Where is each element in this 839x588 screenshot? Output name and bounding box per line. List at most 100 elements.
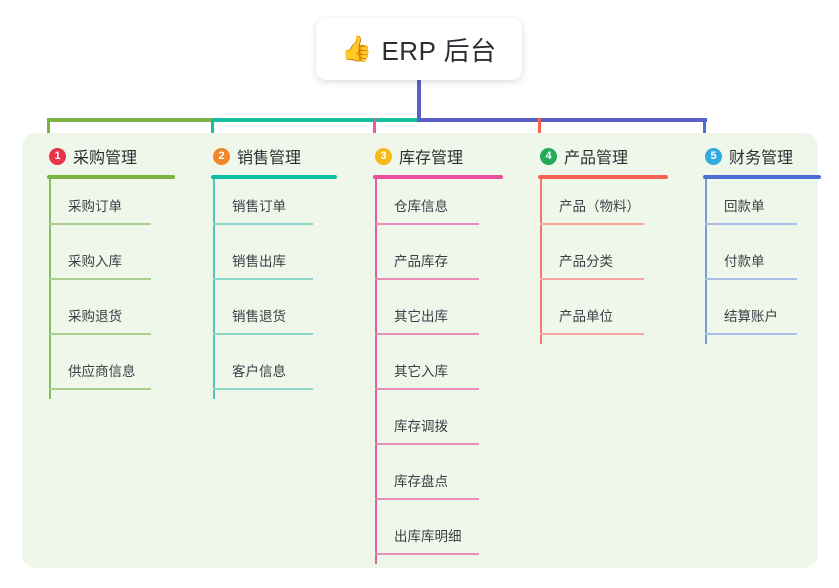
branch-item-underline — [375, 443, 479, 445]
branch-header-采购管理[interactable]: 1 采购管理 — [36, 144, 186, 168]
branch-item[interactable]: 产品库存 — [362, 234, 514, 289]
branch-spine — [375, 179, 377, 564]
branch-items: 销售订单销售出库销售退货客户信息 — [200, 179, 348, 399]
branch-item-underline — [540, 223, 644, 225]
branch-item[interactable]: 采购退货 — [36, 289, 186, 344]
branch-number-badge: 2 — [213, 147, 230, 165]
branch-item-label: 产品库存 — [394, 254, 448, 269]
branch-number-badge: 4 — [540, 147, 557, 165]
branch-column-采购管理[interactable]: 1 采购管理采购订单采购入库采购退货供应商信息 — [36, 144, 186, 399]
branch-item-underline — [213, 388, 313, 390]
branch-item[interactable]: 采购入库 — [36, 234, 186, 289]
branch-spine — [705, 179, 707, 344]
branch-number-badge: 3 — [375, 147, 392, 165]
branch-header-产品管理[interactable]: 4 产品管理 — [527, 144, 679, 168]
branch-item-underline — [375, 223, 479, 225]
branch-underline — [373, 175, 503, 179]
branch-item-underline — [49, 278, 151, 280]
branch-number-badge: 5 — [705, 147, 722, 165]
branch-item[interactable]: 结算账户 — [692, 289, 832, 344]
branch-item-label: 付款单 — [724, 254, 765, 269]
branch-item-label: 仓库信息 — [394, 199, 448, 214]
branch-item-underline — [375, 278, 479, 280]
branch-column-财务管理[interactable]: 5 财务管理回款单付款单结算账户 — [692, 144, 832, 344]
branch-item[interactable]: 销售出库 — [200, 234, 348, 289]
branch-item[interactable]: 销售退货 — [200, 289, 348, 344]
branch-item[interactable]: 出库库明细 — [362, 509, 514, 564]
branch-item-underline — [375, 498, 479, 500]
branch-item-label: 销售退货 — [232, 309, 286, 324]
branch-header-财务管理[interactable]: 5 财务管理 — [692, 144, 832, 168]
branch-column-产品管理[interactable]: 4 产品管理产品（物料） 产品分类产品单位 — [527, 144, 679, 344]
branch-item-label: 客户信息 — [232, 364, 286, 379]
branch-underline — [211, 175, 337, 179]
root-node-erp-backend[interactable]: 👍 ERP 后台 — [316, 18, 522, 80]
branch-item-underline — [540, 278, 644, 280]
branch-item[interactable]: 产品分类 — [527, 234, 679, 289]
branch-item-label: 出库库明细 — [394, 529, 462, 544]
branch-item-label: 采购入库 — [68, 254, 122, 269]
branch-underline — [538, 175, 668, 179]
branch-item-label: 销售订单 — [232, 199, 286, 214]
branch-item-label: 采购退货 — [68, 309, 122, 324]
branch-item-label: 产品单位 — [559, 309, 613, 324]
branch-header-销售管理[interactable]: 2 销售管理 — [200, 144, 348, 168]
branch-item-label: 库存调拨 — [394, 419, 448, 434]
thumbs-up-icon: 👍 — [341, 34, 373, 63]
branch-item-underline — [49, 388, 151, 390]
branch-item[interactable]: 回款单 — [692, 179, 832, 234]
branch-item-underline — [49, 333, 151, 335]
branch-item-label: 采购订单 — [68, 199, 122, 214]
branch-item-underline — [540, 333, 644, 335]
branch-number-badge: 1 — [49, 147, 66, 165]
branch-item-underline — [375, 333, 479, 335]
branch-item-label: 产品（物料） — [559, 199, 640, 214]
branch-item[interactable]: 产品单位 — [527, 289, 679, 344]
root-node-title: ERP 后台 — [381, 35, 497, 66]
branch-item-label: 回款单 — [724, 199, 765, 214]
branch-item-underline — [375, 388, 479, 390]
branch-items: 回款单付款单结算账户 — [692, 179, 832, 344]
branch-item-underline — [213, 278, 313, 280]
branch-item-underline — [213, 333, 313, 335]
branch-item[interactable]: 供应商信息 — [36, 344, 186, 399]
branch-item[interactable]: 库存调拨 — [362, 399, 514, 454]
bus-segment-2 — [211, 118, 419, 122]
branch-item-label: 库存盘点 — [394, 474, 448, 489]
branch-item-underline — [705, 333, 797, 335]
branch-item-label: 结算账户 — [724, 309, 778, 324]
branch-item[interactable]: 付款单 — [692, 234, 832, 289]
branch-column-销售管理[interactable]: 2 销售管理销售订单销售出库销售退货客户信息 — [200, 144, 348, 399]
trunk-line — [417, 80, 421, 122]
branch-item-label: 其它入库 — [394, 364, 448, 379]
branch-item[interactable]: 仓库信息 — [362, 179, 514, 234]
branch-title: 销售管理 — [237, 150, 302, 167]
branch-item[interactable]: 库存盘点 — [362, 454, 514, 509]
bus-segment-3 — [417, 118, 707, 122]
branch-title: 产品管理 — [564, 150, 629, 167]
bus-segment-1 — [47, 118, 213, 122]
branch-spine — [49, 179, 51, 399]
branch-spine — [213, 179, 215, 399]
branch-spine — [540, 179, 542, 344]
branch-item-underline — [49, 223, 151, 225]
branch-items: 采购订单采购入库采购退货供应商信息 — [36, 179, 186, 399]
branch-item-underline — [213, 223, 313, 225]
branch-item[interactable]: 产品（物料） — [527, 179, 679, 234]
branch-item-underline — [375, 553, 479, 555]
branch-item[interactable]: 采购订单 — [36, 179, 186, 234]
branch-item[interactable]: 其它入库 — [362, 344, 514, 399]
branch-item[interactable]: 销售订单 — [200, 179, 348, 234]
branch-title: 财务管理 — [729, 150, 794, 167]
branch-item[interactable]: 其它出库 — [362, 289, 514, 344]
branch-title: 采购管理 — [73, 150, 138, 167]
branch-item-underline — [705, 278, 797, 280]
branches-panel — [22, 133, 818, 568]
branch-item-underline — [705, 223, 797, 225]
branch-item[interactable]: 客户信息 — [200, 344, 348, 399]
branch-item-label: 产品分类 — [559, 254, 613, 269]
branch-item-label: 其它出库 — [394, 309, 448, 324]
